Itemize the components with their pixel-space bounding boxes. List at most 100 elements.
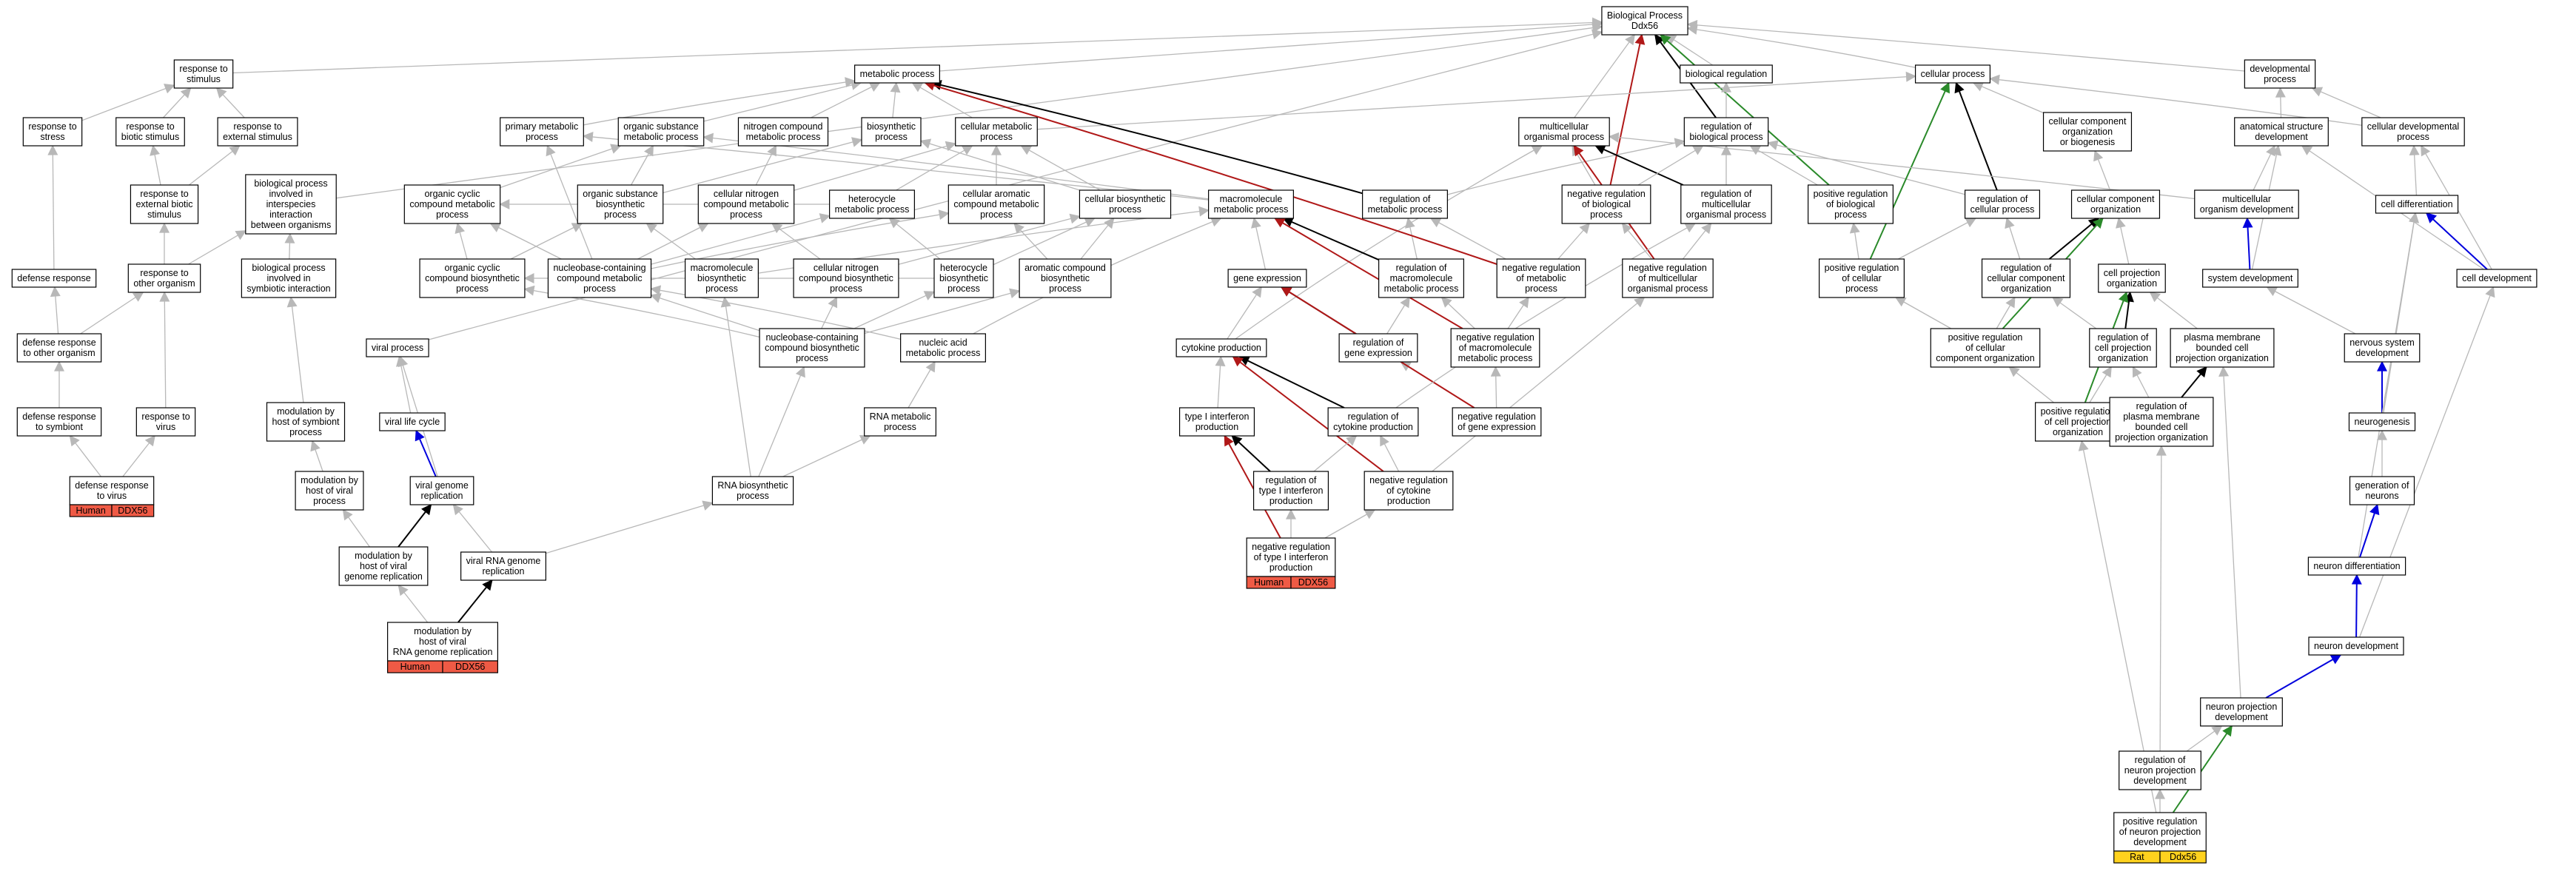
node-box	[419, 258, 526, 298]
go-term-neurdiff[interactable]: neuron differentiation	[2307, 557, 2406, 576]
go-term-metabolic[interactable]: metabolic process	[854, 64, 940, 84]
go-term-geneexp[interactable]: gene expression	[1227, 269, 1307, 288]
go-term-celldev[interactable]: cell development	[2456, 269, 2538, 288]
go-term-defresp[interactable]: defense response	[11, 269, 97, 288]
go-term-cellproc[interactable]: cellular process	[1914, 64, 1991, 84]
go-term-cytoprod[interactable]: cytokine production	[1175, 338, 1267, 357]
go-term-neurogen[interactable]: neurogenesis	[2348, 412, 2416, 431]
go-term-viralcycle[interactable]: viral life cycle	[379, 412, 446, 431]
edge-regulates	[2265, 654, 2342, 699]
edge-part-of	[1594, 144, 1684, 186]
node-label-line: virus	[156, 422, 175, 432]
node-box	[387, 622, 498, 662]
node-label-line: bounded cell	[2136, 422, 2188, 432]
node-label-line: of cell projection	[2045, 417, 2111, 427]
go-term-bioreg[interactable]: biological regulation	[1680, 64, 1773, 84]
go-term-neurdev[interactable]: neuron development	[2308, 636, 2404, 656]
node-box	[2244, 59, 2316, 89]
go-term-viralproc[interactable]: viral process	[366, 338, 429, 357]
go-term-sysdev[interactable]: system development	[2202, 269, 2298, 288]
go-term-celldiff[interactable]: cell differentiation	[2375, 195, 2459, 214]
